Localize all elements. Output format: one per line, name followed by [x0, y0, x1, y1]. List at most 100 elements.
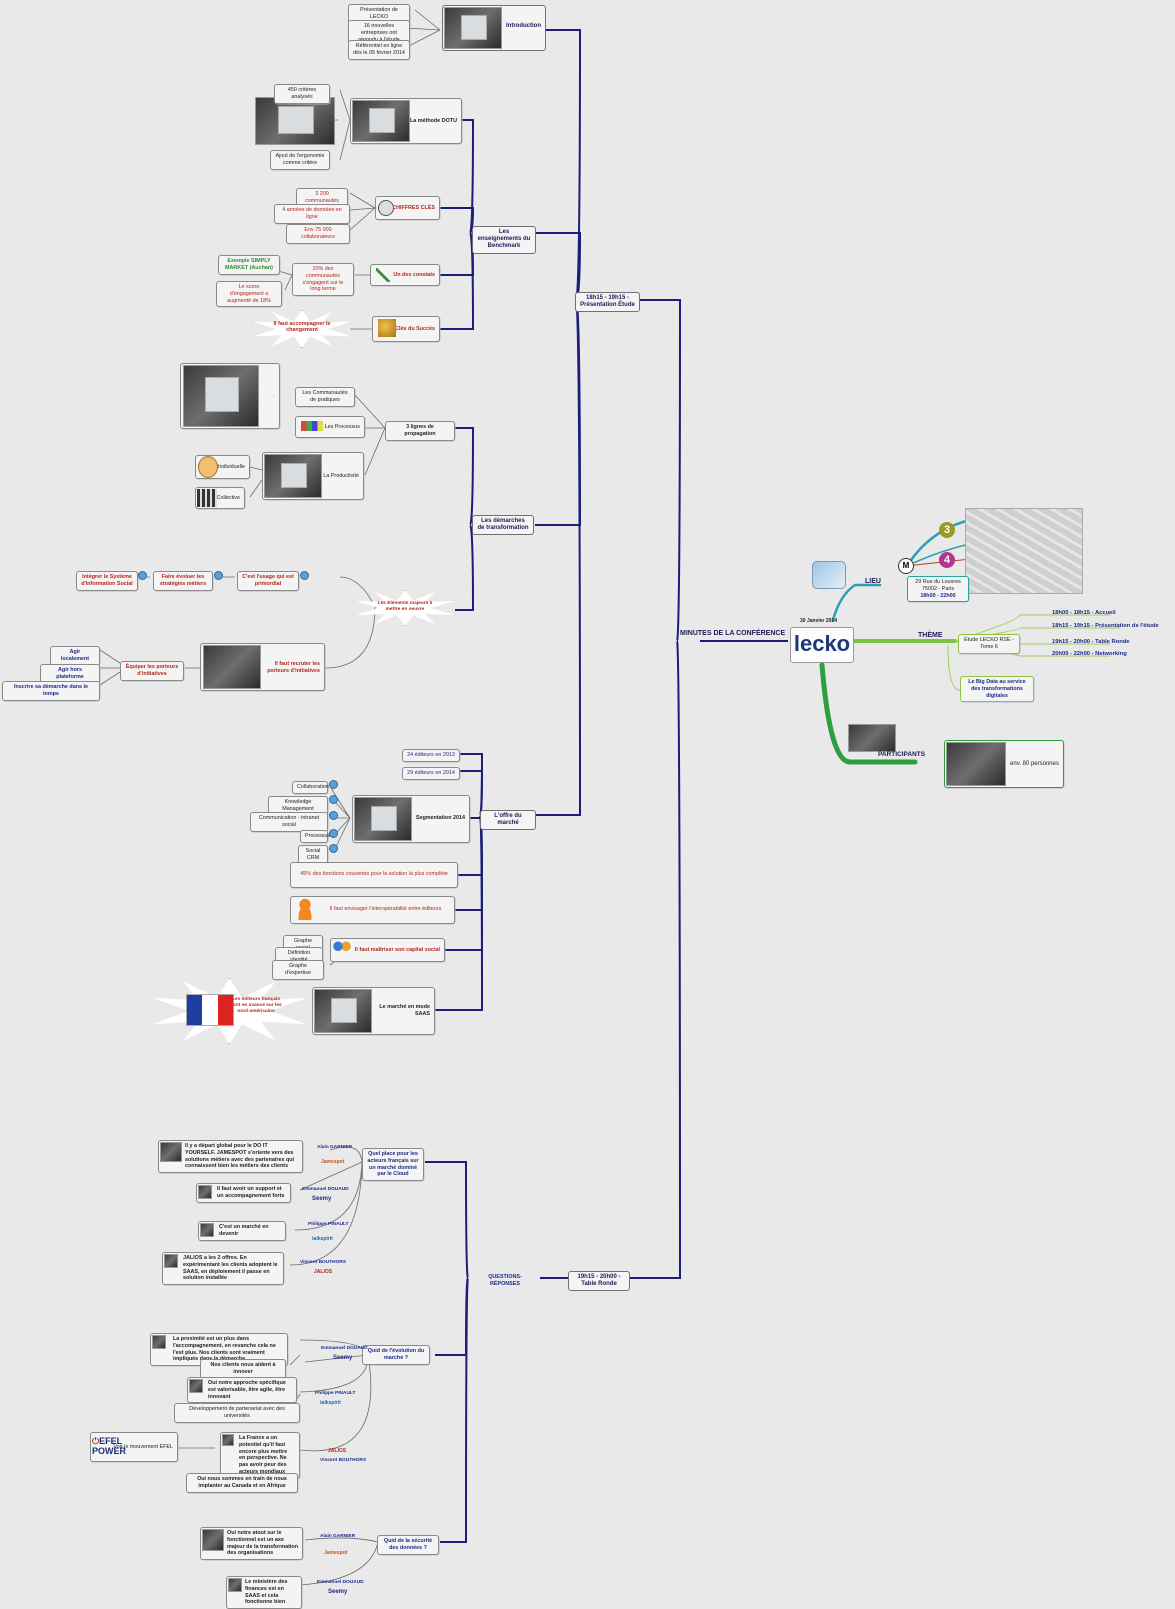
node-chiffre-collaborateurs[interactable]: Env 75 000 collaborateurs — [286, 224, 350, 244]
seg-collaboration[interactable]: Collaboration — [292, 781, 329, 794]
node-faire-evoluer[interactable]: Faire évoluer les stratégies métiers — [153, 571, 213, 591]
speaker-name: Philippe PINAULT — [308, 1222, 349, 1227]
puzzle-icon — [301, 421, 323, 431]
agenda-table-ronde[interactable]: 19h15 - 20h00 - Table Ronde — [1052, 639, 1130, 645]
avatar — [164, 1254, 178, 1268]
star-elements-text[interactable]: Les Éléments majeurs à mettre en oeuvre — [377, 601, 433, 612]
company-logo: Seemy — [312, 1196, 332, 1202]
lieu-address[interactable]: 29 Rue du Louvres 75002 - Paris 18h00 - … — [907, 576, 969, 603]
avatar — [202, 1529, 224, 1551]
avatar — [200, 1223, 214, 1237]
info-icon — [329, 795, 338, 804]
metro-line-4-badge: 4 — [939, 552, 955, 568]
node-inscrire[interactable]: Inscrire sa démarche dans le temps — [2, 681, 100, 701]
q1-answer-4[interactable]: JALIOS a les 2 offres. En expérimentant … — [162, 1252, 284, 1285]
speaker-name: Emmanuel DOUAUD — [317, 1580, 364, 1585]
node-communautes-pratiques[interactable]: Les Communautés de pratiques — [295, 387, 355, 407]
photo-productivite — [264, 454, 322, 498]
capital-graphe-expertise[interactable]: Graphe d'expertise — [272, 960, 324, 980]
theme-bigdata[interactable]: Le Big Data au service des transformatio… — [960, 676, 1034, 703]
node-ergonomie[interactable]: Ajout de l'ergonomie comme critère — [270, 150, 330, 170]
efel-node[interactable]: Voir le mouvement EFEL — [90, 1432, 178, 1462]
node-usage[interactable]: C'est l'usage qui est primordial — [237, 571, 299, 591]
company-logo: Seemy — [328, 1589, 348, 1595]
q2-extra-2[interactable]: Développement de partenariat avec des un… — [174, 1403, 300, 1423]
node-constat-main[interactable]: 20% des communautés s'engagent sur le lo… — [292, 263, 354, 296]
q2-extra-3[interactable]: Oui nous sommes en train de nous implant… — [186, 1473, 298, 1493]
node-criteres[interactable]: 450 critères analysés — [274, 84, 330, 104]
metro-icon: M — [898, 558, 914, 574]
company-logo: Seemy — [333, 1355, 353, 1361]
info-icon — [214, 571, 223, 580]
avatar — [198, 1185, 212, 1199]
agenda-accueil[interactable]: 18h00 - 18h15 - Accueil — [1052, 610, 1116, 616]
topic-table-ronde[interactable]: 19h15 - 20h00 - Table Ronde — [568, 1271, 630, 1292]
photo-communautes — [183, 365, 259, 427]
photo-introduction — [444, 7, 502, 49]
theme-etude[interactable]: Étude LECKO RSE - Tome 6 — [958, 634, 1020, 654]
root-title[interactable]: MINUTES DE LA CONFÉRENCE — [680, 630, 786, 637]
photo-saas — [314, 989, 372, 1033]
seg-communication[interactable]: Communication - intranet social — [250, 812, 328, 832]
avatar — [222, 1434, 234, 1446]
node-simply-market[interactable]: Exemple SIMPLY MARKET (Auchan) — [218, 255, 280, 275]
q3-answer-1[interactable]: Oui notre atout sur le fonctionnel est u… — [200, 1527, 303, 1560]
company-logo: Jamespot — [324, 1550, 348, 1556]
topic-demarches[interactable]: Les démarches de transformation — [472, 515, 534, 536]
info-icon — [329, 829, 338, 838]
q1-answer-1[interactable]: Il y a départ global pour le DO IT YOURS… — [158, 1140, 303, 1173]
info-icon — [138, 571, 147, 580]
company-logo: JALIOS — [328, 1448, 347, 1454]
agenda-networking[interactable]: 20h00 - 22h00 - Networking — [1052, 651, 1127, 657]
node-equiper[interactable]: Équiper les porteurs d'initiatives — [120, 661, 184, 681]
intro-item-referentiel[interactable]: Référentiel en ligne dès le 05 février 2… — [348, 40, 410, 60]
photo-recruter — [203, 645, 261, 689]
company-logo: talkspirit — [320, 1400, 341, 1406]
seg-processus[interactable]: Processus — [300, 830, 330, 843]
lieu-label[interactable]: LIEU — [865, 578, 881, 585]
topic-offre[interactable]: L'offre du marché — [480, 810, 536, 831]
node-score-engagement[interactable]: Le score d'engagement a augmenté de 18% — [216, 281, 282, 308]
avatar — [160, 1142, 182, 1162]
q2-evolution[interactable]: Quid de l'évolution du marché ? — [362, 1345, 430, 1365]
q2-extra-1[interactable]: Nos clients nous aident à innover — [200, 1359, 286, 1379]
speaker-name: Philippe PINAULT — [315, 1391, 356, 1396]
star-editeurs-text[interactable]: Les éditeurs français sont en avance sur… — [230, 997, 282, 1014]
q1-cloud[interactable]: Quel place pour les acteurs français sur… — [362, 1148, 424, 1181]
info-icon — [300, 571, 309, 580]
agenda-presentation[interactable]: 18h15 - 19h15 - Présentation de l'étude — [1052, 623, 1159, 629]
node-editeurs-2014[interactable]: 29 éditeurs en 2014 — [402, 767, 460, 780]
node-questions-reponses[interactable]: QUESTIONS-RÉPONSES — [488, 1274, 522, 1287]
speaker-name: Alain GARNIER — [320, 1534, 356, 1539]
speaker-name: Vincent BOUTHORS — [300, 1260, 347, 1265]
efel-power-logo: ⏻EFEL POWER — [92, 1436, 127, 1456]
company-logo: talkspirit — [312, 1236, 333, 1242]
topic-benchmark[interactable]: Les enseignements du Benchmark — [472, 226, 536, 254]
node-fonctions[interactable]: 45% des fonctions couvertes pour la solu… — [290, 862, 458, 888]
avatar — [189, 1379, 203, 1393]
node-propagation[interactable]: 3 lignes de propagation — [385, 421, 455, 441]
map-image — [965, 508, 1083, 594]
q3-securite[interactable]: Quid de la sécurité des données ? — [377, 1535, 439, 1555]
node-integrer-si[interactable]: Intégrer le Système d'Information Social — [76, 571, 138, 591]
person-search-icon — [295, 898, 315, 920]
photo-participants-small — [848, 724, 896, 752]
participants-label[interactable]: PARTICIPANTS — [878, 751, 926, 758]
trophy-icon — [378, 319, 396, 337]
speaker-name: Emmanuel DOUAUD — [302, 1187, 349, 1192]
people-icon — [378, 200, 394, 216]
lecko-logo: lecko — [790, 627, 854, 663]
theme-label[interactable]: THÈME — [918, 632, 943, 639]
node-interop[interactable]: Il faut envisager l'interopérabilité ent… — [290, 896, 455, 924]
node-agir-localement[interactable]: Agir localement — [50, 646, 100, 666]
q1-answer-3[interactable]: C'est un marché en devenir — [198, 1221, 286, 1241]
photo-methode-2 — [255, 97, 335, 145]
node-editeurs-2013[interactable]: 24 éditeurs en 2013 — [402, 749, 460, 762]
speaker-name: Vincent BOUTHORS — [320, 1458, 367, 1463]
star-accompagner-text[interactable]: Il faut accompagner le changement — [273, 321, 331, 334]
maps-icon — [812, 561, 846, 589]
q2-answer-2[interactable]: Oui notre approche spécifique est valori… — [187, 1377, 297, 1404]
topic-presentation[interactable]: 18h15 - 19h15 - Présentation Étude — [575, 292, 640, 313]
node-chiffre-annees[interactable]: 4 années de données en ligne — [274, 204, 350, 224]
q1-answer-2[interactable]: Il faut avoir un support et un accompagn… — [196, 1183, 291, 1203]
